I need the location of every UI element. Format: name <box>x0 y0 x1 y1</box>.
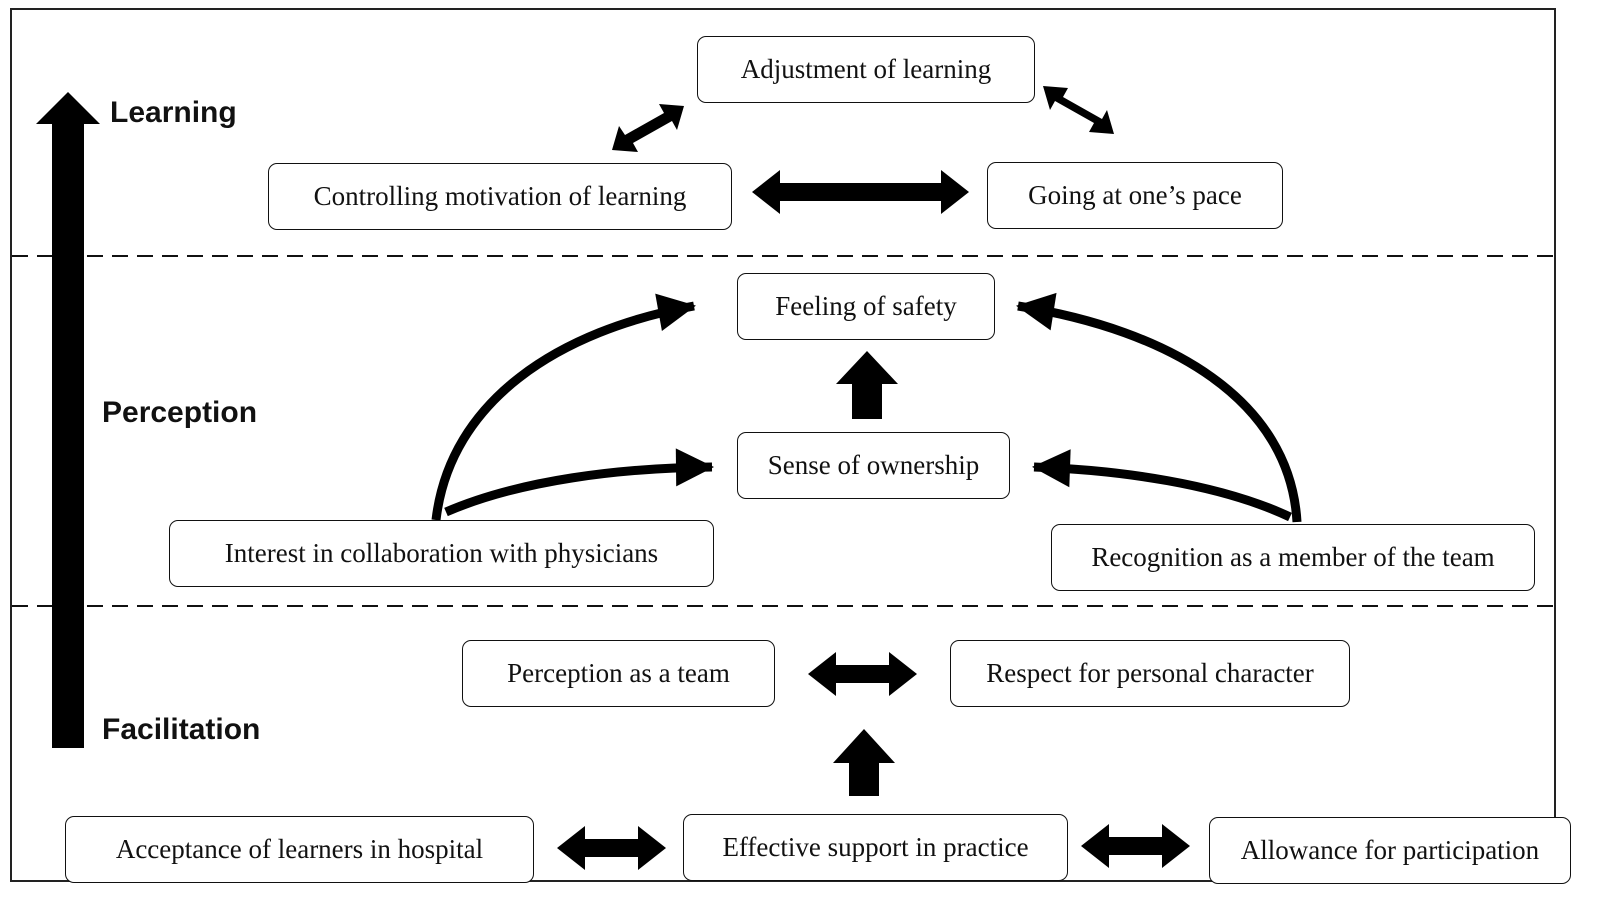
arrow-acceptance-support <box>557 826 666 870</box>
arrow-perception-team-respect <box>808 652 917 696</box>
curve-recognition-to-ownership <box>1032 449 1292 522</box>
level-label-learning: Learning <box>110 96 237 129</box>
node-sense-of-ownership: Sense of ownership <box>737 432 1010 499</box>
curve-recognition-to-safety <box>1016 292 1302 523</box>
arrow-controlling-adjustment <box>612 104 684 152</box>
node-going-at-ones-pace: Going at one’s pace <box>987 162 1283 229</box>
node-acceptance-of-learners: Acceptance of learners in hospital <box>65 816 534 883</box>
arrow-support-to-upper <box>833 729 895 796</box>
arrow-support-allowance <box>1081 824 1190 868</box>
curve-interest-to-safety <box>431 293 696 521</box>
node-effective-support: Effective support in practice <box>683 814 1068 881</box>
node-controlling-motivation: Controlling motivation of learning <box>268 163 732 230</box>
node-recognition-as-member: Recognition as a member of the team <box>1051 524 1535 591</box>
arrow-controlling-going <box>752 170 969 214</box>
node-interest-in-collaboration: Interest in collaboration with physician… <box>169 520 714 587</box>
node-perception-as-team: Perception as a team <box>462 640 775 707</box>
curve-interest-to-ownership <box>444 448 714 517</box>
level-label-facilitation: Facilitation <box>102 713 261 746</box>
diagram-frame <box>10 8 1556 882</box>
node-feeling-of-safety: Feeling of safety <box>737 273 995 340</box>
arrow-ownership-to-safety <box>836 351 898 419</box>
arrow-adjustment-going <box>1043 86 1114 134</box>
level-label-perception: Perception <box>102 396 258 429</box>
node-allowance-for-participation: Allowance for participation <box>1209 817 1571 884</box>
node-respect-personal-character: Respect for personal character <box>950 640 1350 707</box>
vertical-level-arrow <box>36 92 100 748</box>
node-adjustment-of-learning: Adjustment of learning <box>697 36 1035 103</box>
